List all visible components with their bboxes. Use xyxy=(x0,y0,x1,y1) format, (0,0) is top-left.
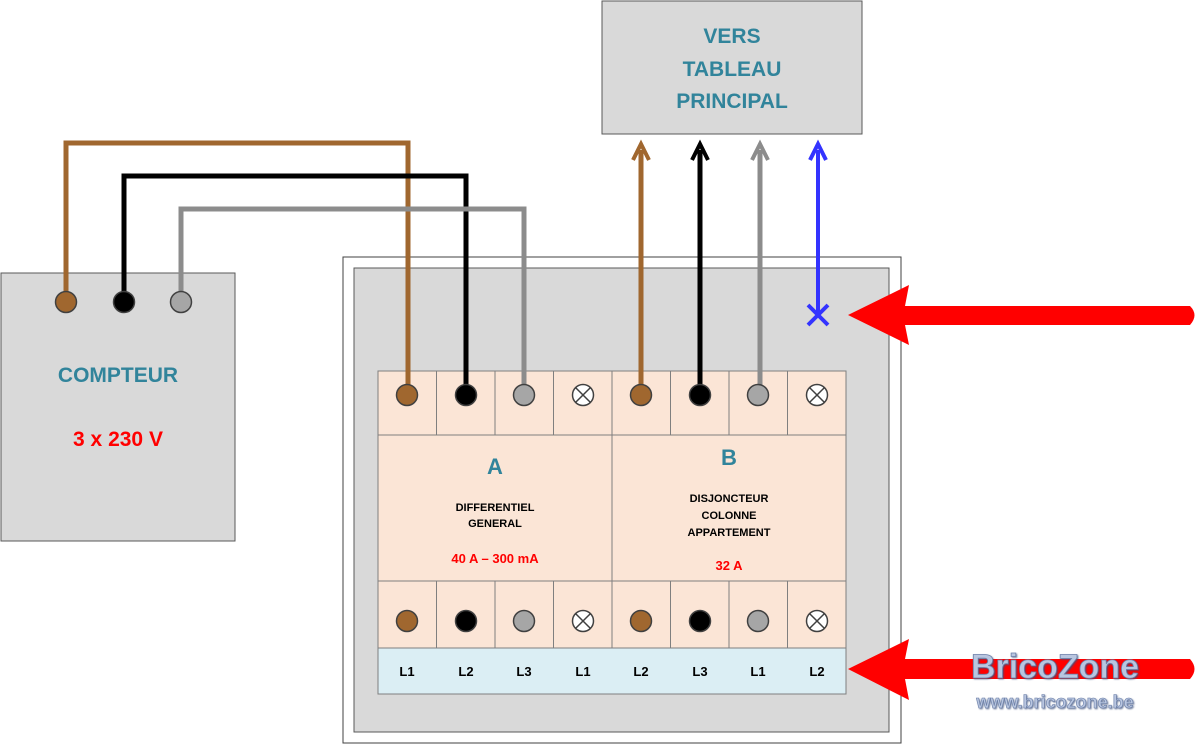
grey-terminal-icon xyxy=(746,609,770,633)
breaker-modules: A DIFFERENTIEL GENERAL 40 A – 300 mA B D… xyxy=(377,370,847,649)
compteur-box: COMPTEUR 3 x 230 V xyxy=(0,272,236,542)
tableau-line2: TABLEAU xyxy=(683,58,782,81)
supply-wires xyxy=(63,140,527,393)
module-a-letter: A xyxy=(487,454,503,479)
black-arrow-head-icon xyxy=(690,139,710,161)
black-supply-wire xyxy=(121,173,469,393)
brown-terminal-icon xyxy=(629,383,653,407)
watermark-brand: BricoZone xyxy=(971,648,1139,686)
blue-arrow-head-icon xyxy=(808,139,828,161)
phase-label: L2 xyxy=(809,664,824,679)
compteur-title: COMPTEUR xyxy=(58,364,178,387)
phase-label: L2 xyxy=(458,664,473,679)
module-a-rating: 40 A – 300 mA xyxy=(451,551,539,566)
brown-terminal-icon xyxy=(54,290,78,314)
module-a: A DIFFERENTIEL GENERAL 40 A – 300 mA xyxy=(451,454,539,566)
grey-terminal-icon xyxy=(746,383,770,407)
brown-terminal-icon xyxy=(395,609,419,633)
module-b-letter: B xyxy=(721,445,737,470)
grey-terminal-icon xyxy=(512,383,536,407)
module-b-line1: DISJONCTEUR xyxy=(690,493,769,505)
module-a-line2: GENERAL xyxy=(468,518,522,530)
tableau-line1: VERS xyxy=(703,25,760,48)
grey-arrow-head-icon xyxy=(750,139,770,161)
module-b-line2: COLONNE xyxy=(702,510,757,522)
compteur-terminals xyxy=(54,290,193,314)
brown-terminal-icon xyxy=(629,609,653,633)
brown-supply-wire xyxy=(63,140,411,393)
black-terminal-icon xyxy=(112,290,136,314)
empty-terminal-icon xyxy=(805,383,829,407)
empty-terminal-icon xyxy=(571,383,595,407)
phase-label: L3 xyxy=(692,664,707,679)
phase-label: L3 xyxy=(516,664,531,679)
module-b: B DISJONCTEUR COLONNE APPARTEMENT 32 A xyxy=(688,445,771,573)
grey-supply-wire xyxy=(178,206,527,393)
empty-terminal-icon xyxy=(805,609,829,633)
empty-terminal-icon xyxy=(571,609,595,633)
grey-terminal-icon xyxy=(512,609,536,633)
module-a-line1: DIFFERENTIEL xyxy=(456,502,535,514)
watermark-url: www.bricozone.be xyxy=(975,692,1133,712)
module-b-line3: APPARTEMENT xyxy=(688,527,771,539)
tableau-line3: PRINCIPAL xyxy=(676,90,788,113)
black-terminal-icon xyxy=(688,609,712,633)
grey-terminal-icon xyxy=(169,290,193,314)
black-terminal-icon xyxy=(454,609,478,633)
brown-terminal-icon xyxy=(395,383,419,407)
bottom-terminals xyxy=(395,609,829,633)
phase-label: L1 xyxy=(399,664,414,679)
phase-label: L1 xyxy=(750,664,765,679)
blue-cross-icon xyxy=(806,303,830,327)
bricozone-watermark: BricoZone www.bricozone.be xyxy=(971,648,1140,713)
top-terminals xyxy=(395,383,829,407)
brown-arrow-head-icon xyxy=(631,139,651,161)
phase-label: L1 xyxy=(575,664,590,679)
red-arrow-icon xyxy=(848,285,1195,345)
phase-label: L2 xyxy=(633,664,648,679)
tableau-principal-box: VERS TABLEAU PRINCIPAL xyxy=(601,0,863,135)
compteur-voltage: 3 x 230 V xyxy=(73,428,163,451)
black-terminal-icon xyxy=(688,383,712,407)
module-b-rating: 32 A xyxy=(716,558,744,573)
black-terminal-icon xyxy=(454,383,478,407)
phase-label-strip: L1 L2 L3 L1 L2 L3 L1 L2 xyxy=(377,647,847,695)
outgoing-wires xyxy=(631,139,830,393)
red-arrow-icon xyxy=(848,639,1195,700)
